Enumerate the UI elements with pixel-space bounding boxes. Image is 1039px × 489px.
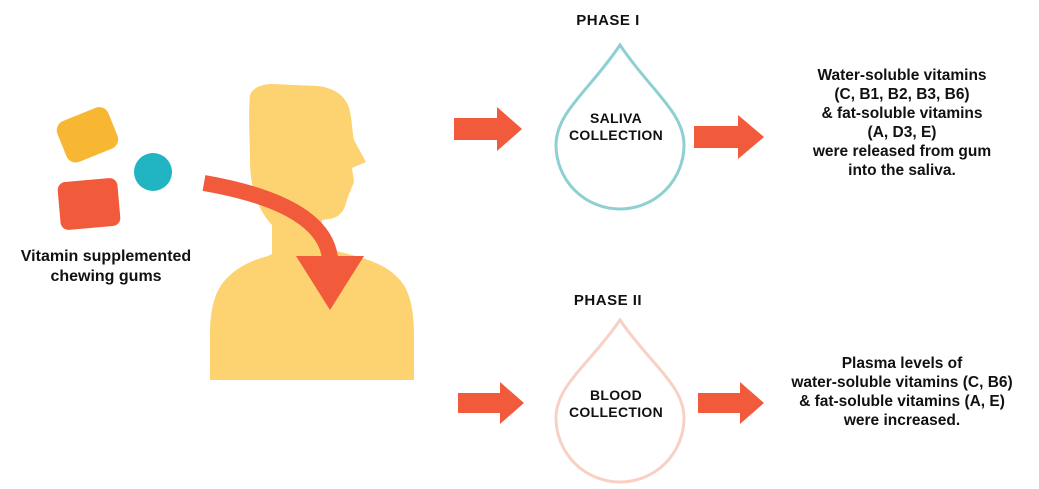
phase1-result-line-5: were released from gum <box>812 142 992 160</box>
gum-label-line-1: Vitamin supplemented <box>20 248 192 265</box>
saliva-label-line-1: SALIVA <box>589 110 643 126</box>
phase2-result-line-4: were increased. <box>843 411 961 429</box>
phase2-result: Plasma levels of water-soluble vitamins … <box>752 355 1039 431</box>
phase2-result-line-2: water-soluble vitamins (C, B6) <box>791 373 1013 391</box>
phase1-result-line-3: & fat-soluble vitamins <box>821 104 983 122</box>
saliva-label-line-2: COLLECTION <box>569 127 663 144</box>
blood-drop <box>554 317 686 484</box>
blood-collection-label: BLOOD COLLECTION <box>556 387 676 421</box>
arrow-to-saliva-result <box>694 115 764 159</box>
gum-yellow <box>56 107 119 163</box>
ingestion-arrowhead <box>296 256 364 310</box>
phase1-result: Water-soluble vitamins (C, B1, B2, B3, B… <box>752 67 1039 180</box>
arrow-to-blood-result <box>698 382 764 424</box>
phase2-result-line-3: & fat-soluble vitamins (A, E) <box>799 392 1005 410</box>
phase2-result-line-1: Plasma levels of <box>841 355 963 372</box>
phase1-result-line-2: (C, B1, B2, B3, B6) <box>834 85 970 103</box>
phase2-title: PHASE II <box>573 292 643 309</box>
gum-red <box>57 178 121 230</box>
arrow-to-blood <box>458 382 524 424</box>
phase1-title: PHASE I <box>576 12 640 29</box>
ingestion-arrow <box>202 175 338 260</box>
gum-blue <box>134 153 172 191</box>
phase1-result-line-6: into the saliva. <box>848 161 956 179</box>
saliva-drop <box>554 42 686 211</box>
gum-label-line-2: chewing gums <box>50 267 162 285</box>
blood-label-line-1: BLOOD <box>589 387 643 403</box>
gum-label: Vitamin supplemented chewing gums <box>0 247 212 286</box>
blood-label-line-2: COLLECTION <box>569 404 663 421</box>
phase1-result-line-4: (A, D3, E) <box>867 123 937 141</box>
arrow-to-saliva <box>454 107 522 151</box>
saliva-collection-label: SALIVA COLLECTION <box>556 110 676 144</box>
phase1-result-line-1: Water-soluble vitamins <box>817 67 987 84</box>
